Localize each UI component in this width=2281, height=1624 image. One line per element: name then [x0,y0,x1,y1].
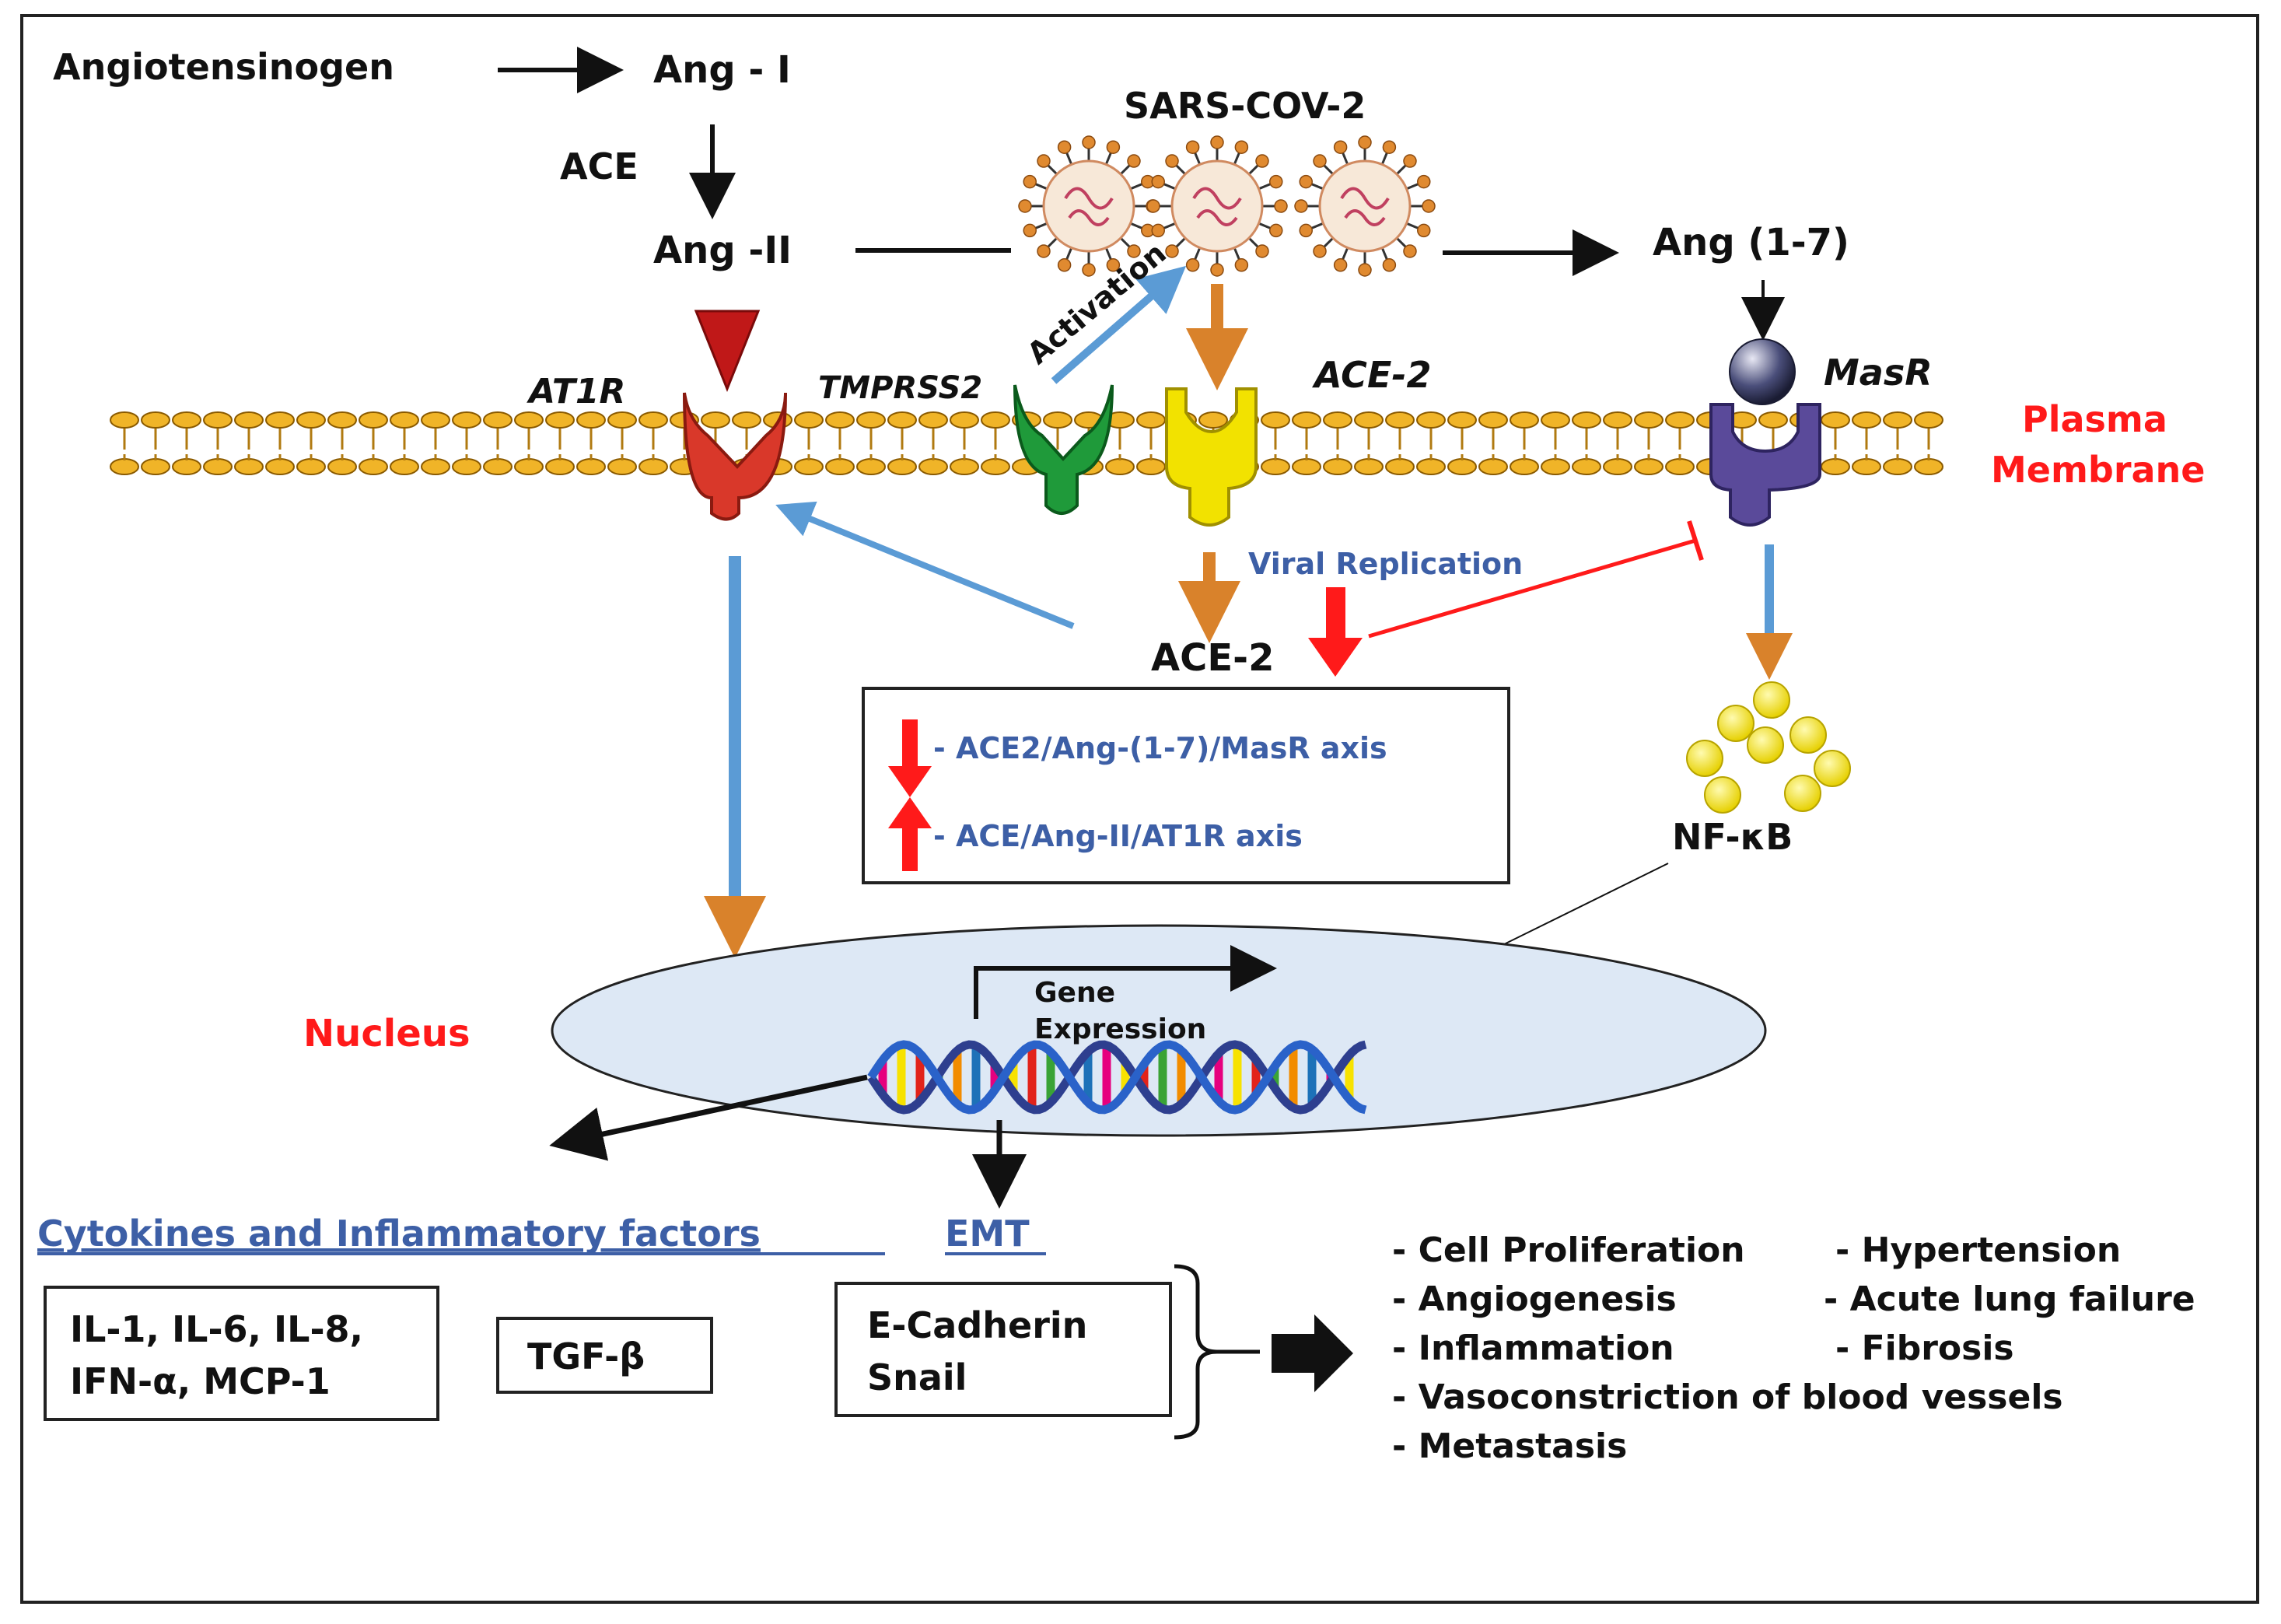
outcome-angiogenesis: - Angiogenesis [1392,1279,1677,1319]
cytokines-box-line1: IL-1, IL-6, IL-8, [70,1308,363,1350]
sars-cov2-label: SARS-COV-2 [1124,85,1366,127]
ace2-to-at1r-arrow [775,501,1075,629]
tmprss2-label: TMPRSS2 [818,370,982,406]
axis-down-arrow [888,719,932,797]
ang2-label: Ang -II [653,229,792,272]
tgf-label: TGF-β [527,1335,645,1377]
cytokines-heading: Cytokines and Inflammatory factors [37,1213,761,1255]
at1r-label: AT1R [527,372,625,411]
outcome-acute-lung-failure: - Acute lung failure [1824,1279,2195,1319]
ang17-ligand-ball [1729,338,1796,405]
nfkb-complex [1686,681,1851,814]
cytokines-box [44,1286,439,1421]
masr-receptor [1709,403,1821,527]
angiotensinogen-label: Angiotensinogen [53,46,394,88]
outcome-metastasis: - Metastasis [1392,1426,1627,1466]
cytokines-box-line2: IFN-α, MCP-1 [70,1360,331,1402]
emt-box-line1: E-Cadherin [867,1304,1087,1346]
outcome-vasoconstriction: - Vasoconstriction of blood vessels [1392,1377,2063,1417]
gene-expression-arrow [974,945,1277,1019]
axis-up-label: - ACE/Ang-II/AT1R axis [933,819,1303,853]
emt-bracket [1174,1264,1218,1440]
ace2-receptor [1165,387,1258,527]
emt-box [834,1282,1172,1417]
masr-label: MasR [1824,352,1933,394]
ace-label: ACE [560,145,638,187]
nucleus-label: Nucleus [303,1012,471,1055]
virus-particle [1146,135,1288,277]
inhibition-line [1368,538,1696,639]
plasma-membrane-label-line2: Membrane [1991,449,2206,491]
axis-up-arrow [888,797,932,871]
figure-frame [20,14,2259,1604]
gene-expression-label-line2: Expression [1034,1013,1206,1045]
outcome-fibrosis: - Fibrosis [1835,1328,2014,1368]
activation-arrow [1051,265,1187,384]
virus-particle [1018,135,1160,277]
outcome-hypertension: - Hypertension [1835,1230,2121,1270]
emt-heading: EMT [945,1213,1030,1255]
ace2-soluble-label: ACE-2 [1151,636,1274,680]
viral-replication-down-arrow [1308,587,1363,677]
outcome-block-arrow [1272,1314,1353,1392]
axis-shift-box [862,687,1510,884]
nucleus-to-cytokines-arrow [549,1074,868,1161]
plasma-membrane-label-line1: Plasma [2022,398,2167,440]
tmprss2-receptor [1013,384,1114,515]
ace2-receptor-label: ACE-2 [1312,354,1431,396]
virus-particle [1294,135,1436,277]
ang2-ligand-triangle [694,310,761,393]
outcome-inflammation: - Inflammation [1392,1328,1674,1368]
nfkb-label: NF-κB [1672,816,1793,858]
inhibition-bar [1687,520,1704,561]
outcome-cell-proliferation: - Cell Proliferation [1392,1230,1745,1270]
ang1-label: Ang - I [653,48,791,92]
tgf-box [496,1317,713,1394]
at1r-receptor [683,392,787,521]
gene-expression-label-line1: Gene [1034,977,1115,1009]
nucleus [551,924,1767,1137]
sars-cov2-virus-particles [1018,135,1436,277]
ang17-label: Ang (1-7) [1653,221,1849,264]
axis-down-label: - ACE2/Ang-(1-7)/MasR axis [933,731,1387,765]
viral-replication-label: Viral Replication [1248,547,1523,581]
emt-box-line2: Snail [867,1356,967,1398]
dna-helix [867,1040,1367,1115]
